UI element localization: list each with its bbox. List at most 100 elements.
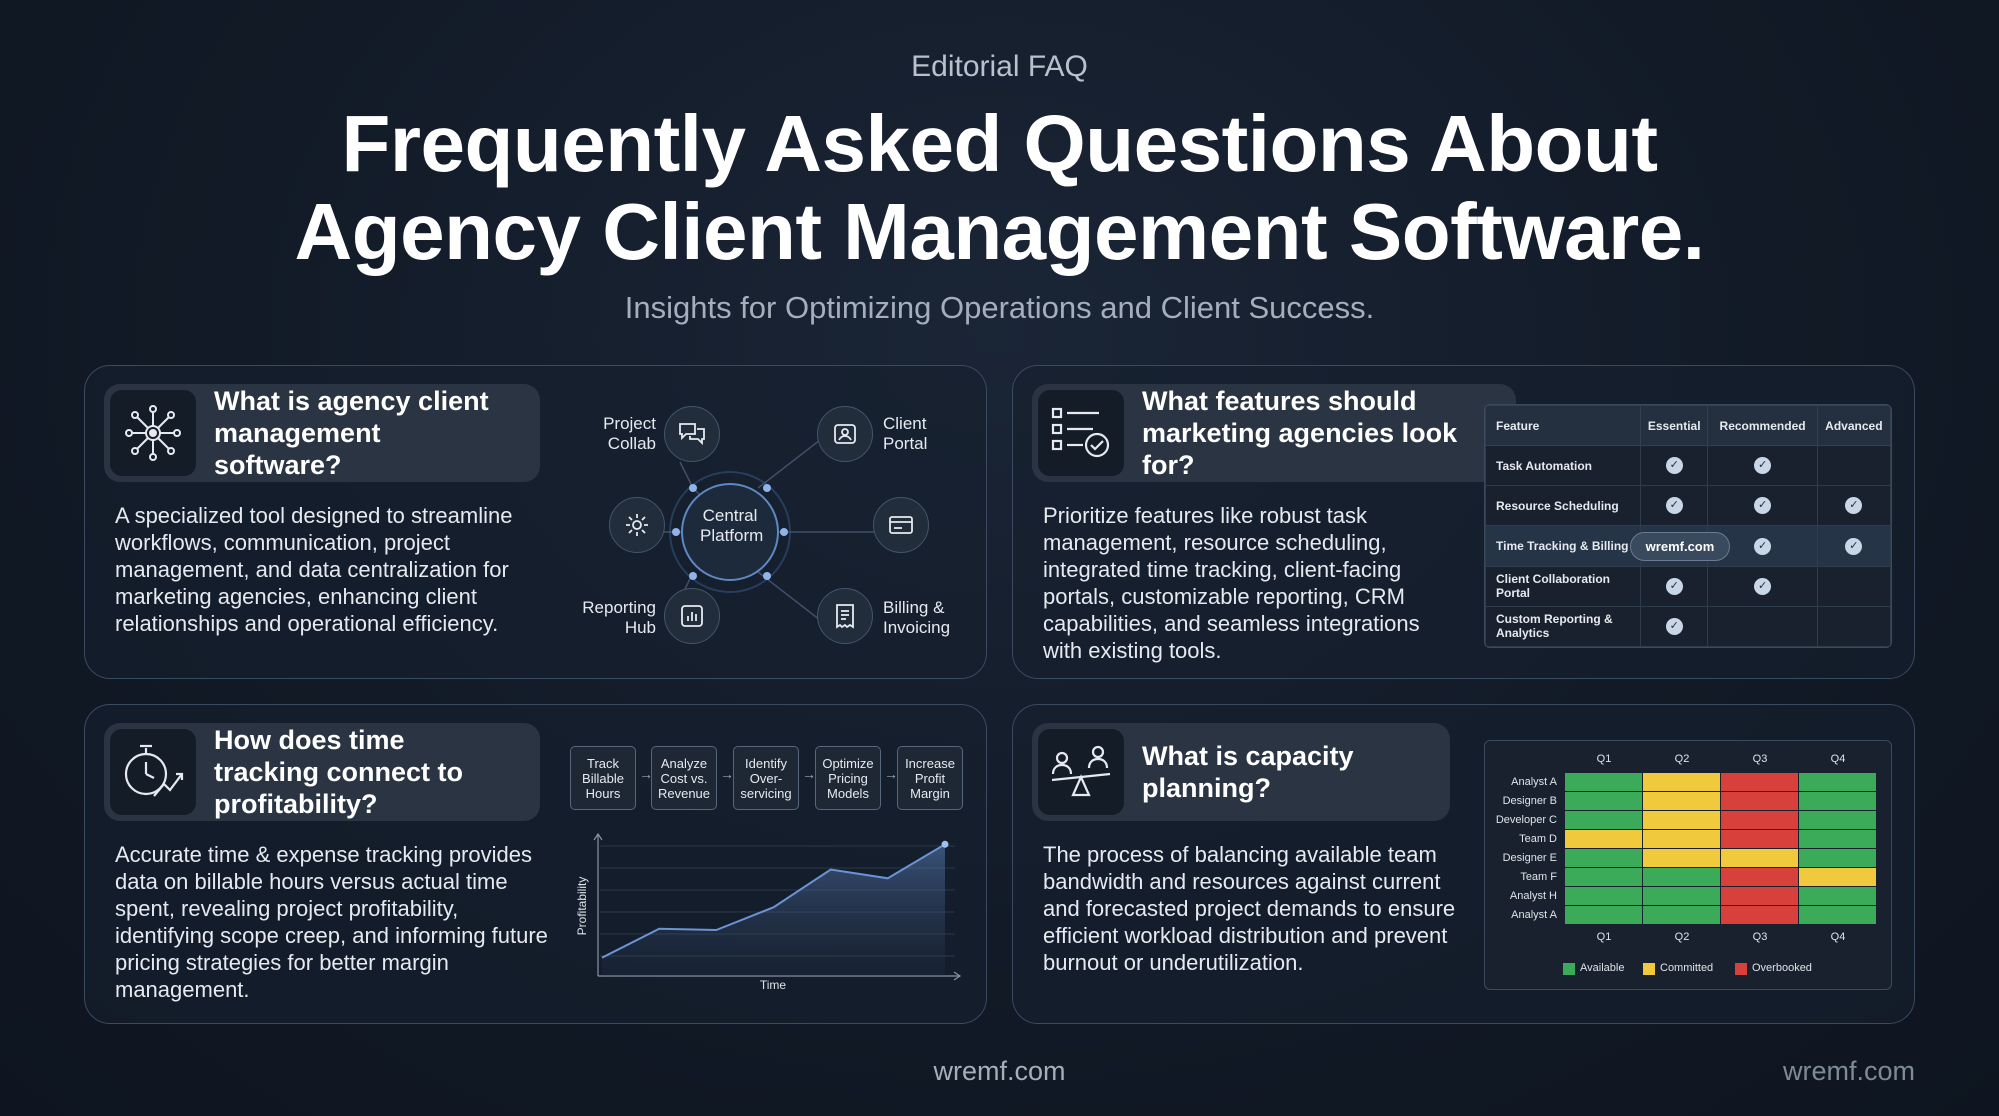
heatmap-cell bbox=[1565, 868, 1642, 886]
heatmap-cell bbox=[1721, 868, 1798, 886]
features-table: Feature Essential Recommended Advanced T… bbox=[1484, 404, 1892, 648]
heatmap-cell bbox=[1799, 792, 1876, 810]
heatmap-cell bbox=[1799, 773, 1876, 791]
heatmap-cell bbox=[1721, 773, 1798, 791]
node-label-reporting-hub: Reporting Hub bbox=[582, 598, 656, 637]
answer-text: Accurate time & expense tracking provide… bbox=[115, 842, 548, 1002]
heatmap-cell bbox=[1565, 887, 1642, 905]
credit-card-icon bbox=[873, 497, 929, 553]
heatmap-cell bbox=[1565, 811, 1642, 829]
hub-diagram-lines bbox=[620, 439, 880, 621]
check-icon: ✓ bbox=[1845, 537, 1863, 555]
heatmap-cell bbox=[1643, 830, 1720, 848]
row-label: Analyst A bbox=[1511, 909, 1557, 921]
series-line bbox=[601, 843, 946, 959]
y-axis-label: Profitability bbox=[575, 877, 589, 936]
table-row: Task Automation ✓ ✓ bbox=[1485, 445, 1891, 487]
answer-text: The process of balancing available team … bbox=[1043, 842, 1456, 975]
quarter-label-bottom: Q2 bbox=[1674, 931, 1690, 943]
checklist-icon bbox=[1038, 390, 1124, 476]
heatmap-cell bbox=[1799, 868, 1876, 886]
chat-bubbles-icon bbox=[664, 406, 720, 462]
question-box: What is agency client management softwar… bbox=[104, 384, 540, 482]
heatmap-cell bbox=[1799, 887, 1876, 905]
heatmap-cell bbox=[1799, 906, 1876, 924]
table-header: Advanced bbox=[1816, 405, 1891, 447]
feature-name: Time Tracking & Billing bbox=[1485, 525, 1641, 567]
table-header: Essential bbox=[1639, 405, 1709, 447]
legend-label: Available bbox=[1580, 962, 1625, 974]
heatmap-cell bbox=[1721, 830, 1798, 848]
quarter-label-top: Q3 bbox=[1752, 753, 1768, 765]
quarter-label-bottom: Q4 bbox=[1830, 931, 1846, 943]
question-text: How does time tracking connect to profit… bbox=[214, 725, 464, 819]
arrow-right-icon: → bbox=[802, 766, 816, 782]
check-icon: ✓ bbox=[1665, 577, 1683, 595]
quarter-label-top: Q4 bbox=[1830, 753, 1846, 765]
area-fill bbox=[602, 844, 945, 976]
table-header: Feature bbox=[1485, 405, 1641, 447]
diagram-center-label: Central Platform bbox=[700, 506, 764, 545]
heatmap-cell bbox=[1643, 773, 1720, 791]
heatmap-cell bbox=[1643, 887, 1720, 905]
heatmap-cell bbox=[1799, 830, 1876, 848]
feature-name: Task Automation bbox=[1485, 445, 1641, 487]
heatmap-cell bbox=[1721, 887, 1798, 905]
page-title: Frequently Asked Questions About Agency … bbox=[0, 100, 1999, 276]
arrow-right-icon: → bbox=[884, 766, 898, 782]
heatmap-cell bbox=[1565, 849, 1642, 867]
question-box: What is capacity planning? bbox=[1032, 723, 1450, 821]
profitability-chart: Time Profitability bbox=[575, 832, 962, 992]
row-label: Team F bbox=[1520, 871, 1557, 883]
check-icon: ✓ bbox=[1754, 537, 1772, 555]
watermark-pill: wremf.com bbox=[1630, 532, 1730, 561]
check-icon: ✓ bbox=[1665, 497, 1683, 515]
node-label-billing-invoicing: Billing & Invoicing bbox=[883, 598, 951, 637]
heatmap-cell bbox=[1643, 811, 1720, 829]
node-label-project-collab: Project Collab bbox=[603, 414, 656, 453]
legend-label: Committed bbox=[1660, 962, 1714, 974]
client-portal-icon bbox=[817, 406, 873, 462]
heatmap-cell bbox=[1643, 906, 1720, 924]
answer-text: Prioritize features like robust task man… bbox=[1043, 503, 1420, 663]
quarter-label-top: Q1 bbox=[1596, 753, 1612, 765]
heatmap-cell bbox=[1565, 773, 1642, 791]
answer-text: A specialized tool designed to streamlin… bbox=[115, 503, 513, 636]
node-label-client-portal: Client Portal bbox=[883, 414, 928, 453]
heatmap-cell bbox=[1565, 792, 1642, 810]
end-point bbox=[941, 840, 949, 848]
process-step: Increase Profit Margin bbox=[897, 746, 963, 810]
legend-swatch bbox=[1643, 963, 1655, 975]
quarter-label-bottom: Q1 bbox=[1596, 931, 1612, 943]
page-subtitle: Insights for Optimizing Operations and C… bbox=[624, 290, 1375, 325]
legend-label: Overbooked bbox=[1752, 962, 1812, 974]
feature-name: Resource Scheduling bbox=[1485, 485, 1641, 527]
check-icon: ✓ bbox=[1665, 457, 1683, 475]
row-label: Analyst H bbox=[1509, 890, 1557, 902]
heatmap-cell bbox=[1643, 868, 1720, 886]
heatmap-cell bbox=[1721, 849, 1798, 867]
row-label: Team D bbox=[1519, 833, 1557, 845]
bar-chart-icon bbox=[664, 588, 720, 644]
quarter-label-top: Q2 bbox=[1674, 753, 1690, 765]
check-icon: ✓ bbox=[1845, 497, 1863, 515]
title-line-2: Agency Client Management Software. bbox=[294, 187, 1705, 276]
row-label: Developer C bbox=[1495, 814, 1557, 826]
heatmap-cell bbox=[1721, 811, 1798, 829]
feature-name: Custom Reporting & Analytics bbox=[1485, 605, 1641, 647]
arrow-right-icon: → bbox=[639, 766, 653, 782]
heatmap-cell bbox=[1565, 830, 1642, 848]
heatmap-cell bbox=[1721, 906, 1798, 924]
question-box: How does time tracking connect to profit… bbox=[104, 723, 540, 821]
process-step: Optimize Pricing Models bbox=[815, 746, 881, 810]
footer-domain[interactable]: wremf.com bbox=[933, 1056, 1066, 1086]
stopwatch-trend-icon bbox=[110, 729, 196, 815]
table-row: Custom Reporting & Analytics ✓ bbox=[1485, 605, 1891, 647]
arrow-right-icon: → bbox=[720, 766, 734, 782]
question-box: What features should marketing agencies … bbox=[1032, 384, 1516, 482]
x-axis-label: Time bbox=[760, 978, 787, 992]
row-label: Designer E bbox=[1502, 852, 1557, 864]
eyebrow: Editorial FAQ bbox=[911, 50, 1088, 83]
question-text: What is capacity planning? bbox=[1142, 741, 1354, 803]
